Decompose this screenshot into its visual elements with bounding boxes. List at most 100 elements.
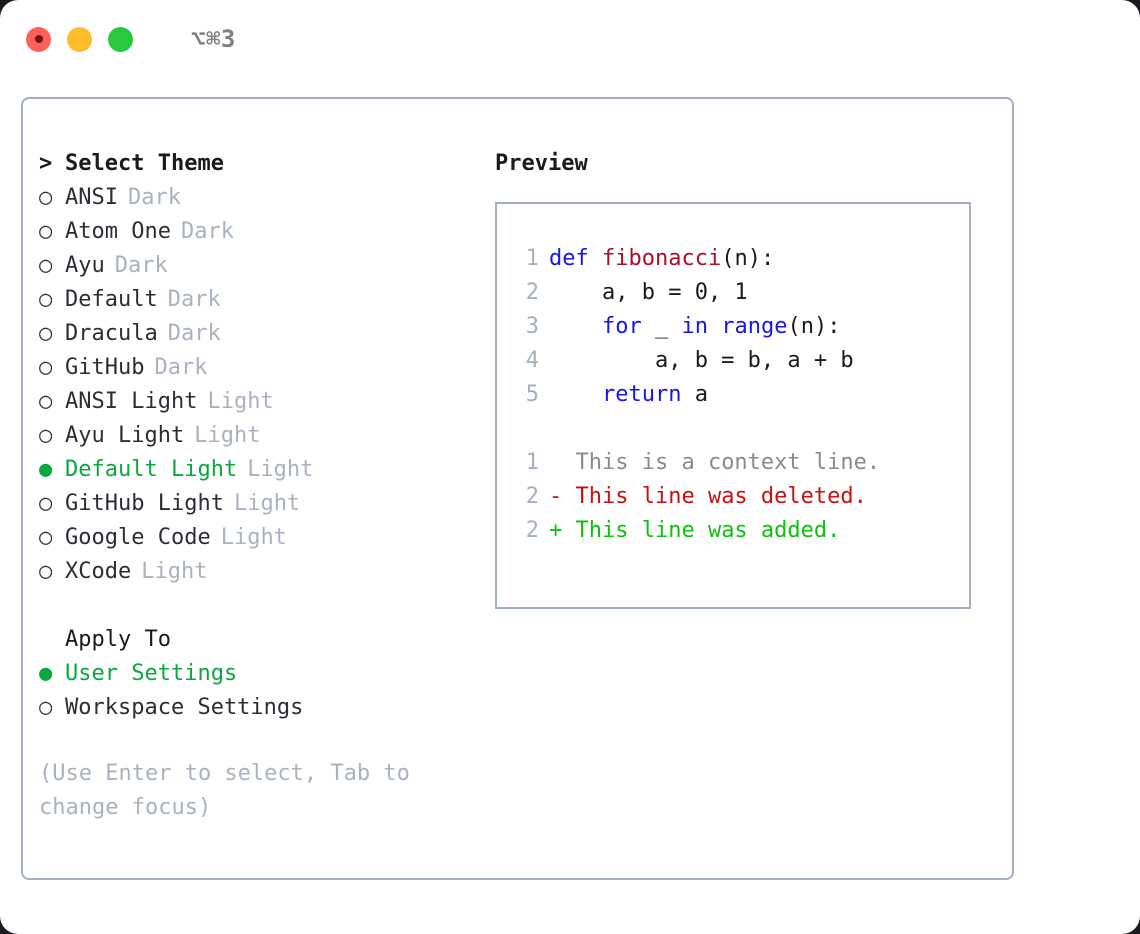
theme-name-label: Default [65, 287, 158, 312]
theme-list-item[interactable]: ○ Atom One Dark [39, 215, 493, 249]
line-number: 2 [525, 280, 539, 305]
code-token: return [601, 382, 682, 407]
theme-category-label: Dark [167, 287, 221, 312]
theme-name-label: GitHub Light [65, 491, 224, 516]
theme-name-label: Default Light [65, 457, 238, 482]
theme-name-label: ANSI Light [65, 389, 198, 414]
line-number: 3 [525, 314, 539, 339]
radio-unselected-icon[interactable]: ○ [39, 219, 53, 244]
theme-name-label: GitHub [65, 355, 145, 380]
close-button[interactable] [26, 26, 51, 52]
theme-name-label: Dracula [65, 321, 158, 346]
diff-line: 1 This is a context line. [509, 446, 969, 480]
theme-list-item[interactable]: ○ XCode Light [39, 555, 493, 589]
diff-line: 2+ This line was added. [509, 514, 969, 548]
code-token: _ [641, 314, 682, 339]
theme-category-label: Dark [180, 219, 234, 244]
apply-to-option-label: User Settings [65, 661, 238, 686]
radio-unselected-icon[interactable]: ○ [39, 491, 53, 516]
theme-name-label: Atom One [65, 219, 171, 244]
list-spacer [39, 589, 493, 623]
theme-list-item[interactable]: ○ Default Dark [39, 283, 493, 317]
maximize-button[interactable] [108, 26, 133, 52]
code-token: (n): [721, 246, 775, 271]
theme-category-label: Dark [114, 253, 168, 278]
theme-category-label: Light [207, 389, 274, 414]
code-token: (n): [787, 314, 841, 339]
radio-unselected-icon[interactable]: ○ [39, 355, 53, 380]
diff-text: This line was deleted. [562, 484, 867, 509]
code-line: 4 a, b = b, a + b [509, 344, 969, 378]
title-bar: ⌥⌘3 [0, 0, 1140, 78]
theme-list-item[interactable]: ○ Google Code Light [39, 521, 493, 555]
diff-text: This line was added. [562, 518, 841, 543]
radio-unselected-icon[interactable]: ○ [39, 559, 53, 584]
theme-category-label: Light [220, 525, 287, 550]
select-theme-header: > Select Theme [39, 147, 493, 181]
code-diff-spacer [509, 412, 969, 446]
radio-unselected-icon[interactable]: ○ [39, 253, 53, 278]
theme-list-item[interactable]: ○ Ayu Dark [39, 249, 493, 283]
keyboard-shortcut-label: ⌥⌘3 [191, 25, 236, 53]
radio-unselected-icon[interactable]: ○ [39, 389, 53, 414]
theme-name-label: Google Code [65, 525, 211, 550]
radio-unselected-icon[interactable]: ○ [39, 287, 53, 312]
line-number: 2 [525, 518, 539, 543]
code-token: in [681, 314, 708, 339]
code-line: 5 return a [509, 378, 969, 412]
code-token [549, 378, 602, 412]
radio-unselected-icon[interactable]: ○ [39, 525, 53, 550]
select-theme-header-label: Select Theme [65, 151, 224, 176]
code-token: for [601, 314, 642, 339]
diff-text: This is a context line. [562, 450, 881, 475]
radio-selected-icon[interactable]: ● [39, 457, 53, 482]
preview-heading: Preview [495, 151, 588, 176]
theme-list-item[interactable]: ○ GitHub Light Light [39, 487, 493, 521]
diff-line: 2- This line was deleted. [509, 480, 969, 514]
code-line: 3 for _ in range(n): [509, 310, 969, 344]
keyboard-hint-text: (Use Enter to select, Tab to change focu… [39, 761, 424, 820]
apply-to-heading: Apply To [65, 627, 171, 652]
theme-name-label: Ayu Light [65, 423, 185, 448]
radio-unselected-icon[interactable]: ○ [39, 321, 53, 346]
radio-selected-icon[interactable]: ● [39, 661, 53, 686]
theme-name-label: XCode [65, 559, 132, 584]
theme-list-item[interactable]: ○ ANSI Light Light [39, 385, 493, 419]
minimize-button[interactable] [67, 26, 92, 52]
apply-to-option[interactable]: ○ Workspace Settings [39, 691, 493, 725]
radio-unselected-icon[interactable]: ○ [39, 695, 53, 720]
line-number: 1 [525, 450, 539, 475]
apply-to-option-label: Workspace Settings [65, 695, 304, 720]
theme-category-label: Dark [127, 185, 181, 210]
theme-list-item[interactable]: ○ Dracula Dark [39, 317, 493, 351]
theme-name-label: ANSI [65, 185, 118, 210]
theme-name-label: Ayu [65, 253, 105, 278]
code-token [708, 310, 721, 344]
line-number: 1 [525, 246, 539, 271]
line-number: 4 [525, 348, 539, 373]
line-number: 5 [525, 382, 539, 407]
theme-list-item[interactable]: ● Default Light Light [39, 453, 493, 487]
code-token: a, b = b, a + b [549, 348, 854, 373]
theme-category-label: Light [233, 491, 301, 516]
code-token: fibonacci [602, 246, 722, 271]
radio-unselected-icon[interactable]: ○ [39, 185, 53, 210]
theme-category-label: Dark [167, 321, 221, 346]
radio-unselected-icon[interactable]: ○ [39, 423, 53, 448]
theme-category-label: Light [247, 457, 314, 482]
theme-category-label: Light [141, 559, 208, 584]
code-token: a, b = 0, 1 [549, 280, 748, 305]
theme-list-item[interactable]: ○ ANSI Dark [39, 181, 493, 215]
diff-sign [549, 446, 562, 480]
apply-to-option[interactable]: ● User Settings [39, 657, 493, 691]
prompt-caret-icon: > [39, 151, 53, 176]
apply-to-list: ● User Settings ○ Workspace Settings [39, 657, 493, 725]
